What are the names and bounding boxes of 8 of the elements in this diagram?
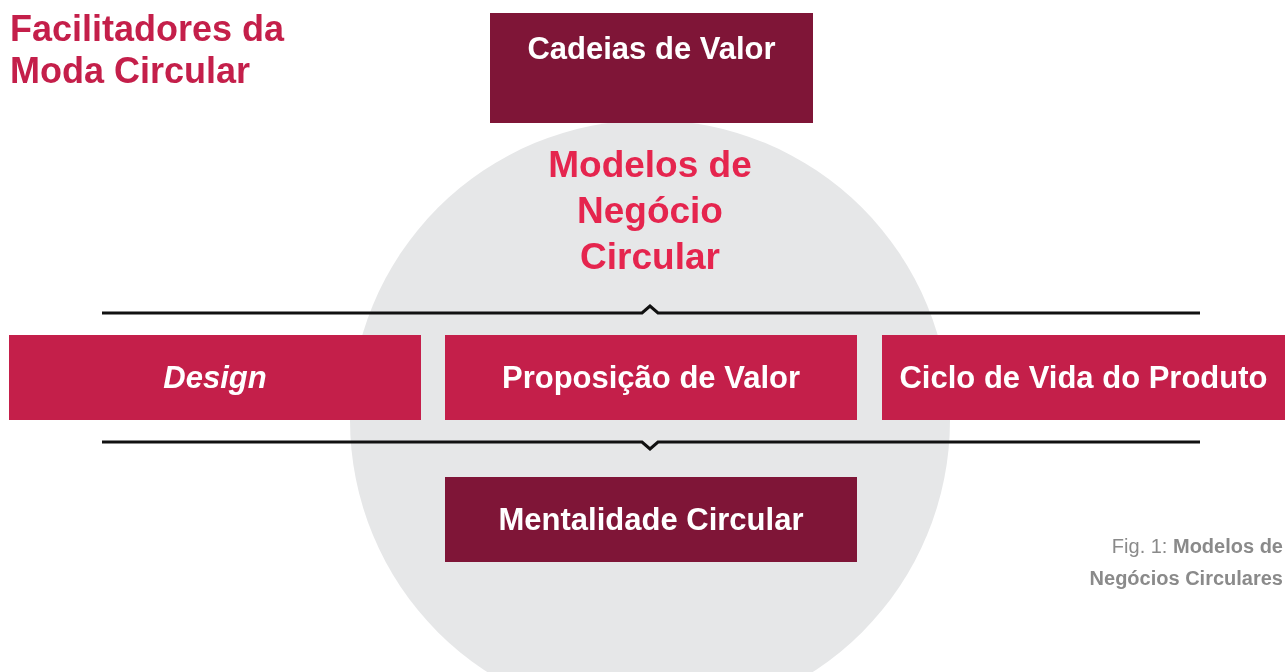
- value-proposition-box: Proposição de Valor: [445, 335, 857, 420]
- title: Facilitadores da Moda Circular: [10, 8, 286, 92]
- circle-heading: Modelos de Negócio Circular: [547, 143, 753, 279]
- lifecycle-box: Ciclo de Vida do Produto: [882, 335, 1285, 420]
- figure-caption: Fig. 1: Modelos de Negócios Circulares: [1088, 534, 1283, 591]
- design-box: Design: [9, 335, 421, 420]
- mindset-box: Mentalidade Circular: [445, 477, 857, 562]
- value-chain-box: Cadeias de Valor: [490, 13, 813, 123]
